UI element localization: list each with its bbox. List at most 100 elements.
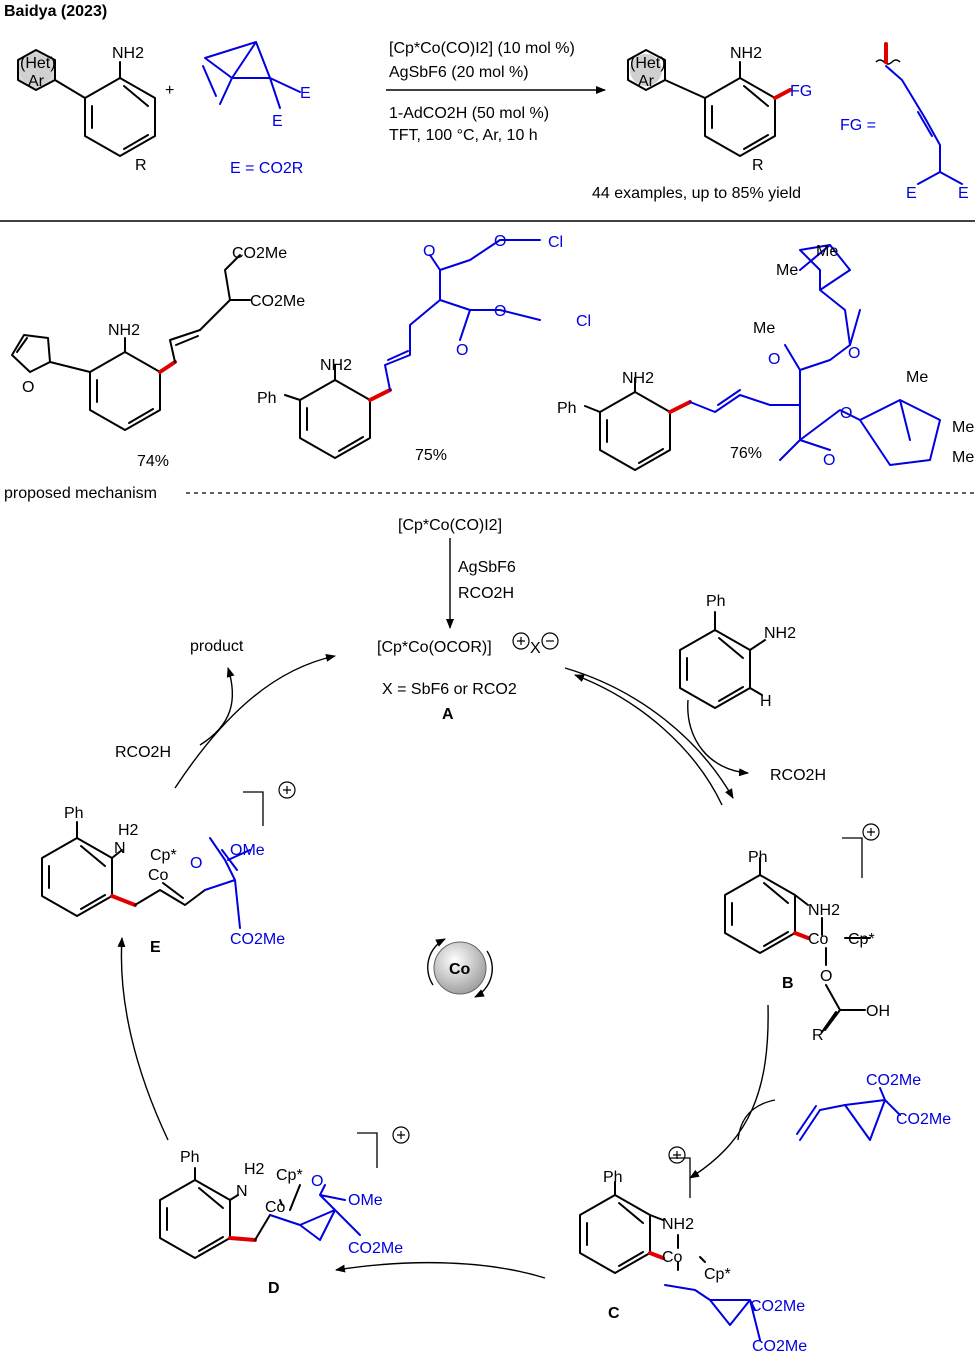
e-ester: CO2Me	[230, 931, 285, 948]
product-het-label: (Het)	[630, 55, 666, 72]
minus-charge-icon	[541, 632, 559, 650]
c-ester-1: CO2Me	[750, 1298, 805, 1315]
substrate-biaryl-amine	[17, 49, 156, 157]
c-charge-icon	[668, 1146, 686, 1164]
ester-definition: E = CO2R	[230, 160, 303, 177]
arrow-e-to-a	[174, 653, 336, 789]
arrow-b-to-a	[574, 674, 723, 806]
scope-summary: 44 examples, up to 85% yield	[592, 185, 801, 202]
b-ph: Ph	[748, 849, 768, 866]
alkene-entry-arrow	[737, 1099, 776, 1141]
d-h2: H2	[244, 1161, 265, 1178]
e-o: O	[190, 855, 202, 872]
c-nh2: NH2	[662, 1216, 694, 1233]
intermediate-c	[579, 1157, 761, 1341]
example-2-cl-1: Cl	[548, 234, 563, 251]
product-r: R	[752, 157, 764, 174]
cobalt-center-label: Co	[449, 961, 471, 978]
label-d: D	[268, 1280, 280, 1297]
vcp-ester-2: CO2Me	[896, 1111, 951, 1128]
fg-chain	[875, 42, 963, 185]
d-ester: CO2Me	[348, 1240, 403, 1257]
rco2h-in: RCO2H	[115, 744, 171, 761]
fg-equals: FG =	[840, 117, 876, 134]
example-1-ester-2: CO2Me	[250, 293, 305, 310]
c-cp: Cp*	[704, 1266, 731, 1283]
example-3-me-1: Me	[816, 243, 838, 260]
example-3-me-5: Me	[952, 419, 974, 436]
intermediate-b	[724, 837, 871, 1033]
arrow-c-to-d	[335, 1261, 546, 1279]
label-b: B	[782, 975, 794, 992]
vinylcyclopropane	[202, 41, 301, 109]
e-cp: Cp*	[150, 847, 177, 864]
additive-acid: RCO2H	[458, 585, 514, 602]
incoming-aminobiphenyl	[679, 611, 766, 709]
b-r: R	[812, 1027, 824, 1044]
product-ar-label: Ar	[638, 73, 655, 90]
example-3-o-3: O	[840, 405, 852, 422]
example-3-ph: Ph	[557, 400, 577, 417]
condition-catalyst: [Cp*Co(CO)I2] (10 mol %)	[389, 40, 575, 57]
example-1-nh2: NH2	[108, 322, 140, 339]
b-nh2: NH2	[808, 902, 840, 919]
incoming-ph: Ph	[706, 593, 726, 610]
c-ester-2: CO2Me	[752, 1338, 807, 1355]
b-charge-icon	[862, 823, 880, 841]
intermediate-d	[159, 1132, 378, 1259]
example-3-o-1: O	[768, 351, 780, 368]
het-label: (Het)	[20, 55, 56, 72]
e-co-visible: Co	[148, 867, 169, 884]
example-3-me-3: Me	[753, 320, 775, 337]
additive-silver: AgSbF6	[458, 559, 516, 576]
scheme-title: Baidya (2023)	[4, 3, 107, 20]
arrow-b-to-c	[689, 1004, 769, 1179]
fg-e-2: E	[958, 185, 969, 202]
e-charge-icon	[278, 781, 296, 799]
example-3-o-4: O	[823, 452, 835, 469]
product-label: product	[190, 638, 244, 655]
example-1-structure	[11, 254, 251, 431]
incoming-nh2: NH2	[764, 625, 796, 642]
example-3-me-4: Me	[906, 369, 928, 386]
product-nh2: NH2	[730, 45, 762, 62]
b-o: O	[820, 968, 832, 985]
product-structure	[627, 49, 792, 157]
example-2-ph: Ph	[257, 390, 277, 407]
rco2h-out: RCO2H	[770, 767, 826, 784]
ar-label: Ar	[28, 73, 45, 90]
condition-silver: AgSbF6 (20 mol %)	[389, 64, 529, 81]
c-ph: Ph	[603, 1169, 623, 1186]
example-1-ester-1: CO2Me	[232, 245, 287, 262]
e-charge-glyph	[283, 786, 291, 794]
c-charge-glyph	[673, 1151, 681, 1159]
product-fg: FG	[790, 83, 812, 100]
substrate-nh2: NH2	[112, 45, 144, 62]
example-3-nh2: NH2	[622, 370, 654, 387]
example-2-o-1: O	[423, 243, 435, 260]
ester-e-1: E	[300, 85, 311, 102]
e-n: N	[114, 840, 126, 857]
condition-solvent: TFT, 100 °C, Ar, 10 h	[389, 127, 538, 144]
example-2-cl-2: Cl	[576, 313, 591, 330]
example-1-yield: 74%	[137, 453, 169, 470]
example-3-me-6: Me	[952, 449, 974, 466]
x-definition: X = SbF6 or RCO2	[382, 681, 517, 698]
d-charge-icon	[392, 1126, 410, 1144]
label-a: A	[442, 706, 454, 723]
e-ph: Ph	[64, 805, 84, 822]
d-cp: Cp*	[276, 1167, 303, 1184]
example-3-structure	[584, 244, 941, 471]
arrow-d-to-e	[117, 937, 169, 1141]
d-co: Co	[265, 1199, 286, 1216]
x-anion: X	[530, 640, 541, 657]
plus-sign: +	[165, 82, 174, 99]
precatalyst: [Cp*Co(CO)I2]	[398, 517, 502, 534]
d-o: O	[311, 1173, 323, 1190]
d-ph: Ph	[180, 1149, 200, 1166]
example-2-o-3: O	[456, 342, 468, 359]
vcp-ester-1: CO2Me	[866, 1072, 921, 1089]
mechanism-heading: proposed mechanism	[4, 485, 157, 502]
cobalt-cycle-badge	[427, 938, 493, 998]
